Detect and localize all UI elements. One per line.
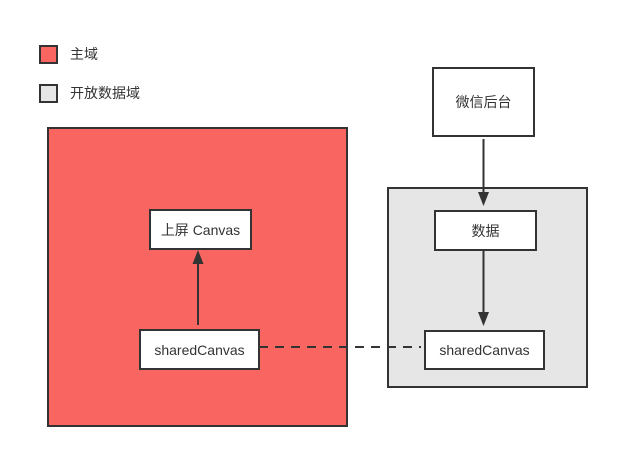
shared-canvas-open-label: sharedCanvas [439,342,530,358]
legend-swatch-open-data-domain [39,84,58,103]
data-label: 数据 [471,222,500,239]
shared-canvas-main-label: sharedCanvas [154,341,245,358]
legend-swatch-main-domain [39,45,58,64]
open-data-domain-region: 数据 sharedCanvas [387,187,588,388]
wechat-backend-node: 微信后台 [432,67,535,137]
screen-canvas-node: 上屏 Canvas [149,209,252,250]
shared-canvas-open-node: sharedCanvas [424,330,545,370]
legend-label-main-domain: 主域 [70,46,98,62]
data-node: 数据 [434,210,537,251]
legend-label-open-data-domain: 开放数据域 [70,85,140,101]
wechat-backend-label: 微信后台 [455,94,512,110]
main-domain-region: 上屏 Canvas sharedCanvas [47,127,348,427]
shared-canvas-main-node: sharedCanvas [139,329,260,370]
screen-canvas-label: 上屏 Canvas [160,221,241,238]
